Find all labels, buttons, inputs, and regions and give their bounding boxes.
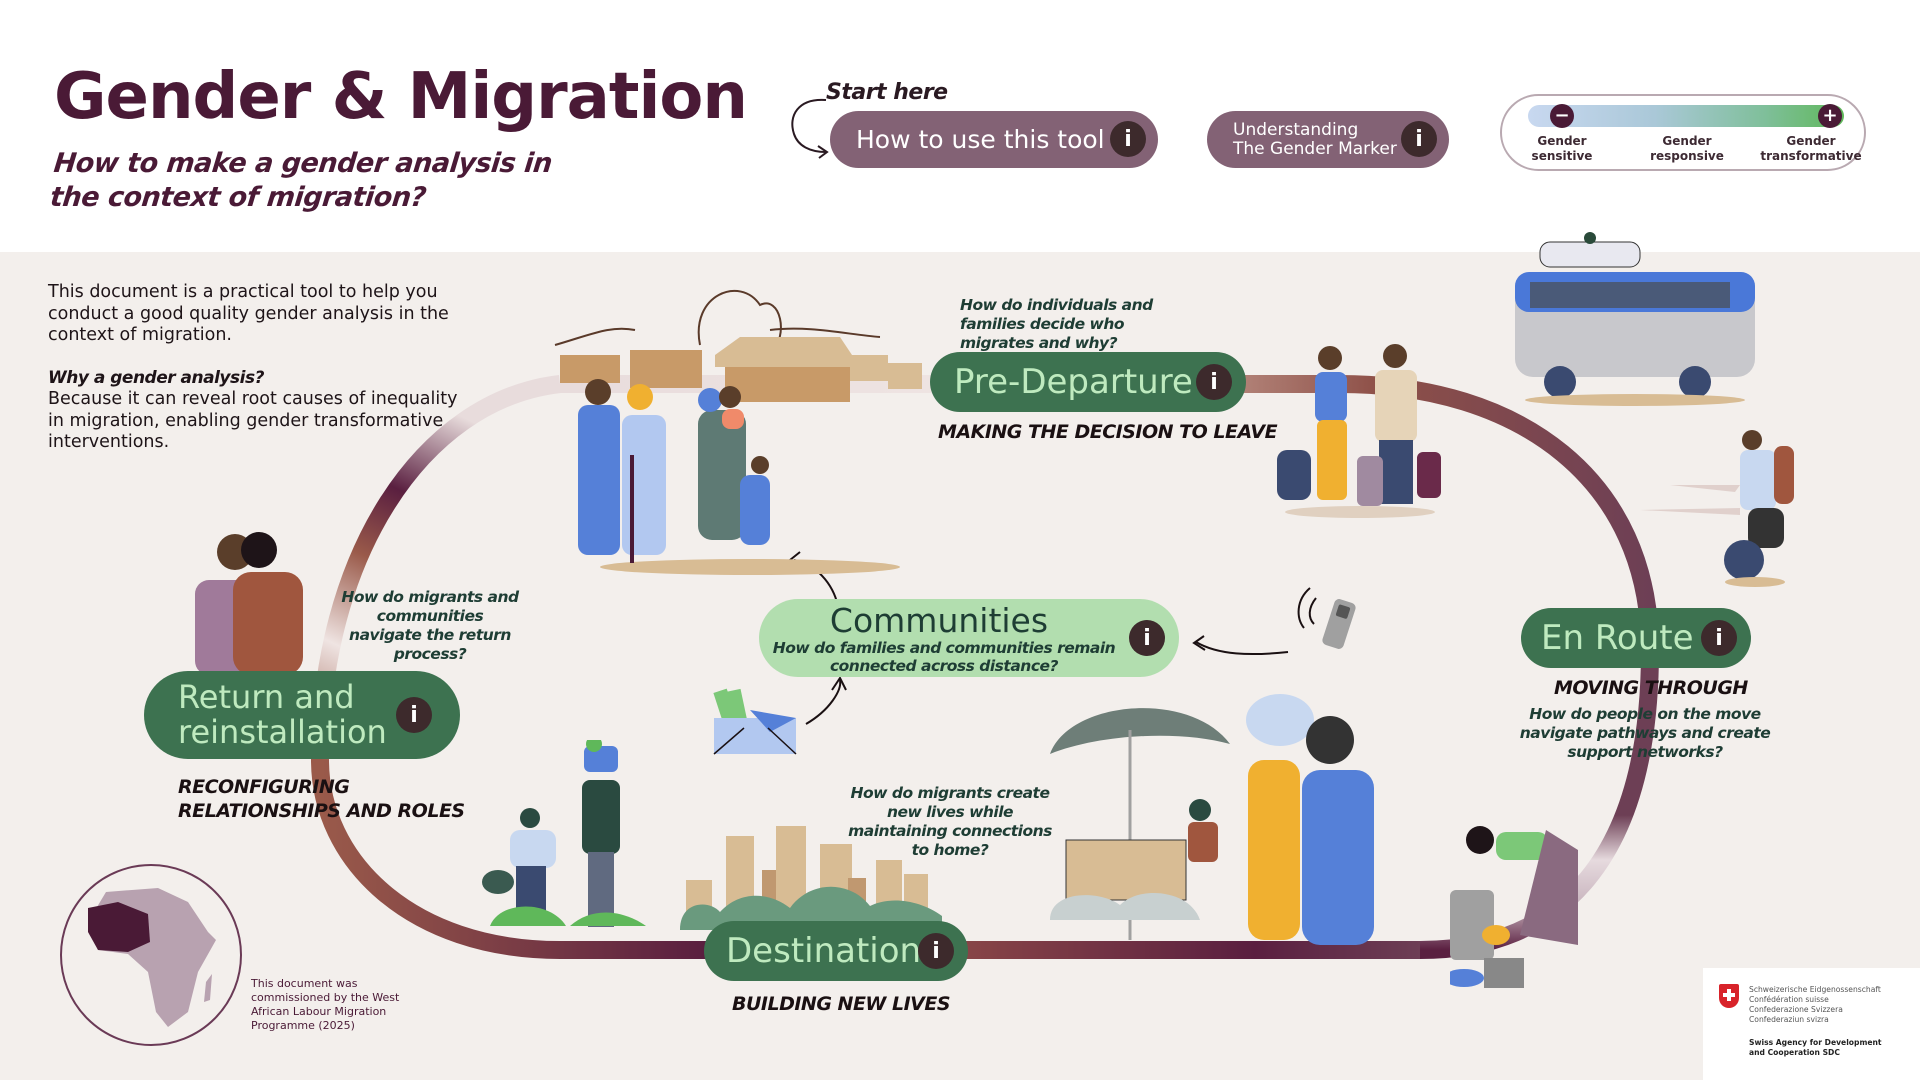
return-label-line1: Return and — [178, 678, 355, 716]
pre-departure-caption: Making the decision to leave — [938, 421, 1278, 443]
start-here-label: Start here — [826, 80, 948, 105]
hugging-couple-illustration — [195, 532, 303, 675]
return-question: How do migrants and communities navigate… — [341, 588, 519, 663]
return-button[interactable]: Return and reinstallation i — [144, 671, 460, 759]
departing-couple-illustration — [1277, 344, 1441, 518]
scale-label-transformative: Gender transformative — [1756, 134, 1866, 164]
gender-marker-label-line1: Understanding — [1233, 119, 1359, 140]
africa-map-icon — [60, 864, 242, 1046]
village-family-illustration — [554, 289, 922, 575]
destination-button[interactable]: Destination i — [704, 921, 968, 981]
communities-button[interactable]: Communities How do families and communit… — [759, 599, 1179, 677]
info-icon[interactable]: i — [918, 933, 954, 969]
en-route-question: How do people on the move navigate pathw… — [1519, 705, 1771, 761]
arrow-head — [1192, 635, 1206, 651]
scale-label-line: Gender — [1662, 134, 1712, 148]
return-caption: Reconfiguring relationships and roles — [178, 776, 465, 822]
arrow-from-phone — [1195, 641, 1289, 656]
info-icon[interactable]: i — [1129, 620, 1165, 656]
sdc-agency-line: and Cooperation SDC — [1749, 1048, 1840, 1057]
commission-note: This document was commissioned by the We… — [251, 977, 400, 1032]
sdc-name-line: Confederazione Svizzera — [1749, 1005, 1843, 1014]
pre-departure-button[interactable]: Pre-Departure i — [930, 352, 1246, 412]
scale-label-line: Gender — [1537, 134, 1587, 148]
woman-washing-illustration — [1450, 826, 1578, 988]
communities-label: Communities — [829, 601, 1049, 640]
scale-label-line: responsive — [1650, 149, 1724, 163]
pre-departure-question: How do individuals and families decide w… — [960, 296, 1153, 352]
en-route-caption: Moving through — [1554, 677, 1748, 699]
bus-illustration — [1515, 232, 1755, 406]
sdc-name-line: Confédération suisse — [1749, 995, 1829, 1004]
sdc-name-line: Schweizerische Eidgenossenschaft — [1749, 985, 1881, 994]
gender-scale: − + Gender sensitive Gender responsive G… — [1500, 94, 1866, 171]
info-icon[interactable]: i — [1701, 620, 1737, 656]
sdc-names: Schweizerische Eidgenossenschaft Confédé… — [1749, 985, 1881, 1025]
en-route-button[interactable]: En Route i — [1521, 608, 1751, 668]
sdc-agency: Swiss Agency for Development and Coopera… — [1749, 1038, 1882, 1058]
scale-label-line: Gender — [1786, 134, 1836, 148]
swiss-flag-icon — [1719, 984, 1739, 1008]
arrow-head — [831, 676, 847, 691]
sdc-name-line: Confederaziun svizra — [1749, 1015, 1829, 1024]
sdc-logo: Schweizerische Eidgenossenschaft Confédé… — [1703, 968, 1920, 1080]
farm-workers-illustration — [482, 740, 646, 927]
destination-label: Destination — [726, 931, 922, 971]
pre-departure-label: Pre-Departure — [954, 362, 1193, 402]
how-to-use-button[interactable]: How to use this tool i — [830, 111, 1158, 168]
phone-icon — [1297, 587, 1356, 649]
communities-question: How do families and communities remain c… — [772, 639, 1116, 675]
info-icon[interactable]: i — [1110, 121, 1146, 157]
gender-marker-label-line2: The Gender Marker — [1233, 138, 1397, 159]
plus-icon: + — [1818, 104, 1842, 128]
info-icon[interactable]: i — [1196, 364, 1232, 400]
sdc-agency-line: Swiss Agency for Development — [1749, 1038, 1882, 1047]
intro-text: This document is a practical tool to hel… — [48, 282, 468, 454]
info-icon[interactable]: i — [1401, 121, 1437, 157]
market-illustration — [1050, 694, 1374, 945]
motorbike-illustration — [1640, 430, 1794, 587]
arrow-from-envelope — [805, 679, 842, 725]
why-text: Because it can reveal root causes of ine… — [48, 389, 458, 452]
destination-question: How do migrants create new lives while m… — [848, 784, 1052, 859]
page-title: Gender & Migration — [54, 60, 748, 134]
minus-icon: − — [1550, 104, 1574, 128]
start-here-arrow-icon — [791, 98, 829, 159]
info-icon[interactable]: i — [396, 697, 432, 733]
destination-caption: Building new lives — [732, 993, 951, 1015]
scale-label-line: transformative — [1760, 149, 1862, 163]
en-route-label: En Route — [1541, 618, 1694, 658]
scale-label-sensitive: Gender sensitive — [1522, 134, 1602, 164]
gender-marker-button[interactable]: Understanding The Gender Marker i — [1207, 111, 1449, 168]
loop-bottom-segment — [311, 759, 1420, 959]
gender-scale-gradient-bar — [1528, 105, 1844, 127]
city-skyline-illustration — [680, 826, 942, 930]
why-heading: Why a gender analysis? — [48, 367, 264, 388]
envelope-icon — [713, 688, 797, 755]
scale-label-responsive: Gender responsive — [1642, 134, 1732, 164]
return-label-line2: reinstallation — [178, 713, 387, 751]
how-to-use-label: How to use this tool — [856, 125, 1105, 154]
intro-paragraph: This document is a practical tool to hel… — [48, 282, 449, 345]
scale-label-line: sensitive — [1531, 149, 1593, 163]
